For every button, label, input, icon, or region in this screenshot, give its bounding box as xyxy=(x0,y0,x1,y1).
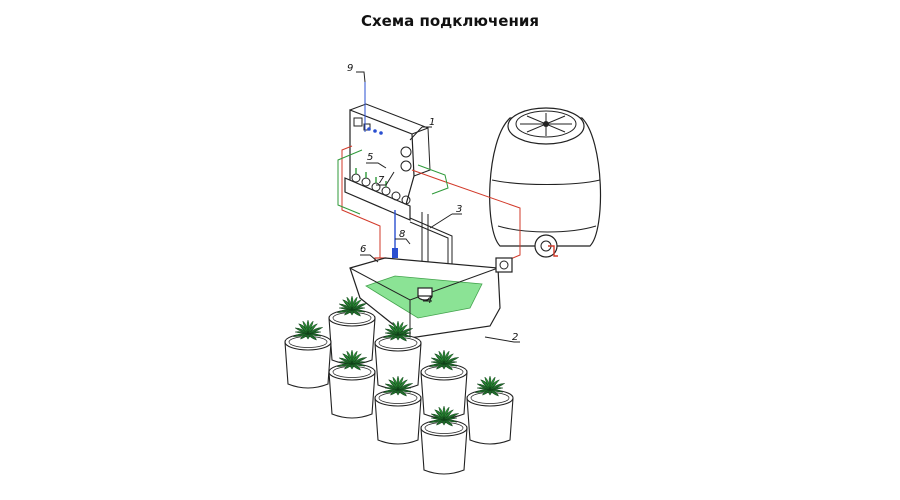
callout-8: 8 xyxy=(399,229,405,240)
tank xyxy=(349,257,513,339)
diagram-title: Схема подключения xyxy=(361,12,539,30)
callout-leaders xyxy=(356,71,520,343)
callout-9: 9 xyxy=(347,63,353,74)
barrel xyxy=(489,107,602,258)
plant-pot xyxy=(420,405,468,475)
plant-pot xyxy=(328,349,376,419)
callout-1: 1 xyxy=(429,117,435,128)
callout-7: 7 xyxy=(378,175,385,186)
callout-5: 5 xyxy=(367,152,373,163)
plant xyxy=(428,349,460,371)
plant-pot xyxy=(374,320,422,390)
plant xyxy=(428,405,460,427)
callout-3: 3 xyxy=(456,204,462,215)
plant-pot xyxy=(466,375,514,445)
plant xyxy=(292,319,324,341)
plant xyxy=(382,320,414,342)
callout-4: 4 xyxy=(426,295,432,306)
plant xyxy=(336,349,368,371)
plant-pot xyxy=(374,375,422,445)
controller-unit xyxy=(344,103,431,221)
plant-pots xyxy=(284,295,514,475)
plant xyxy=(474,375,506,397)
plant-pot xyxy=(420,349,468,419)
plant xyxy=(382,375,414,397)
plant-pot xyxy=(328,295,376,365)
plant-pot xyxy=(284,319,332,389)
plant xyxy=(336,295,368,317)
callout-6: 6 xyxy=(360,244,366,255)
callout-2: 2 xyxy=(512,332,518,343)
